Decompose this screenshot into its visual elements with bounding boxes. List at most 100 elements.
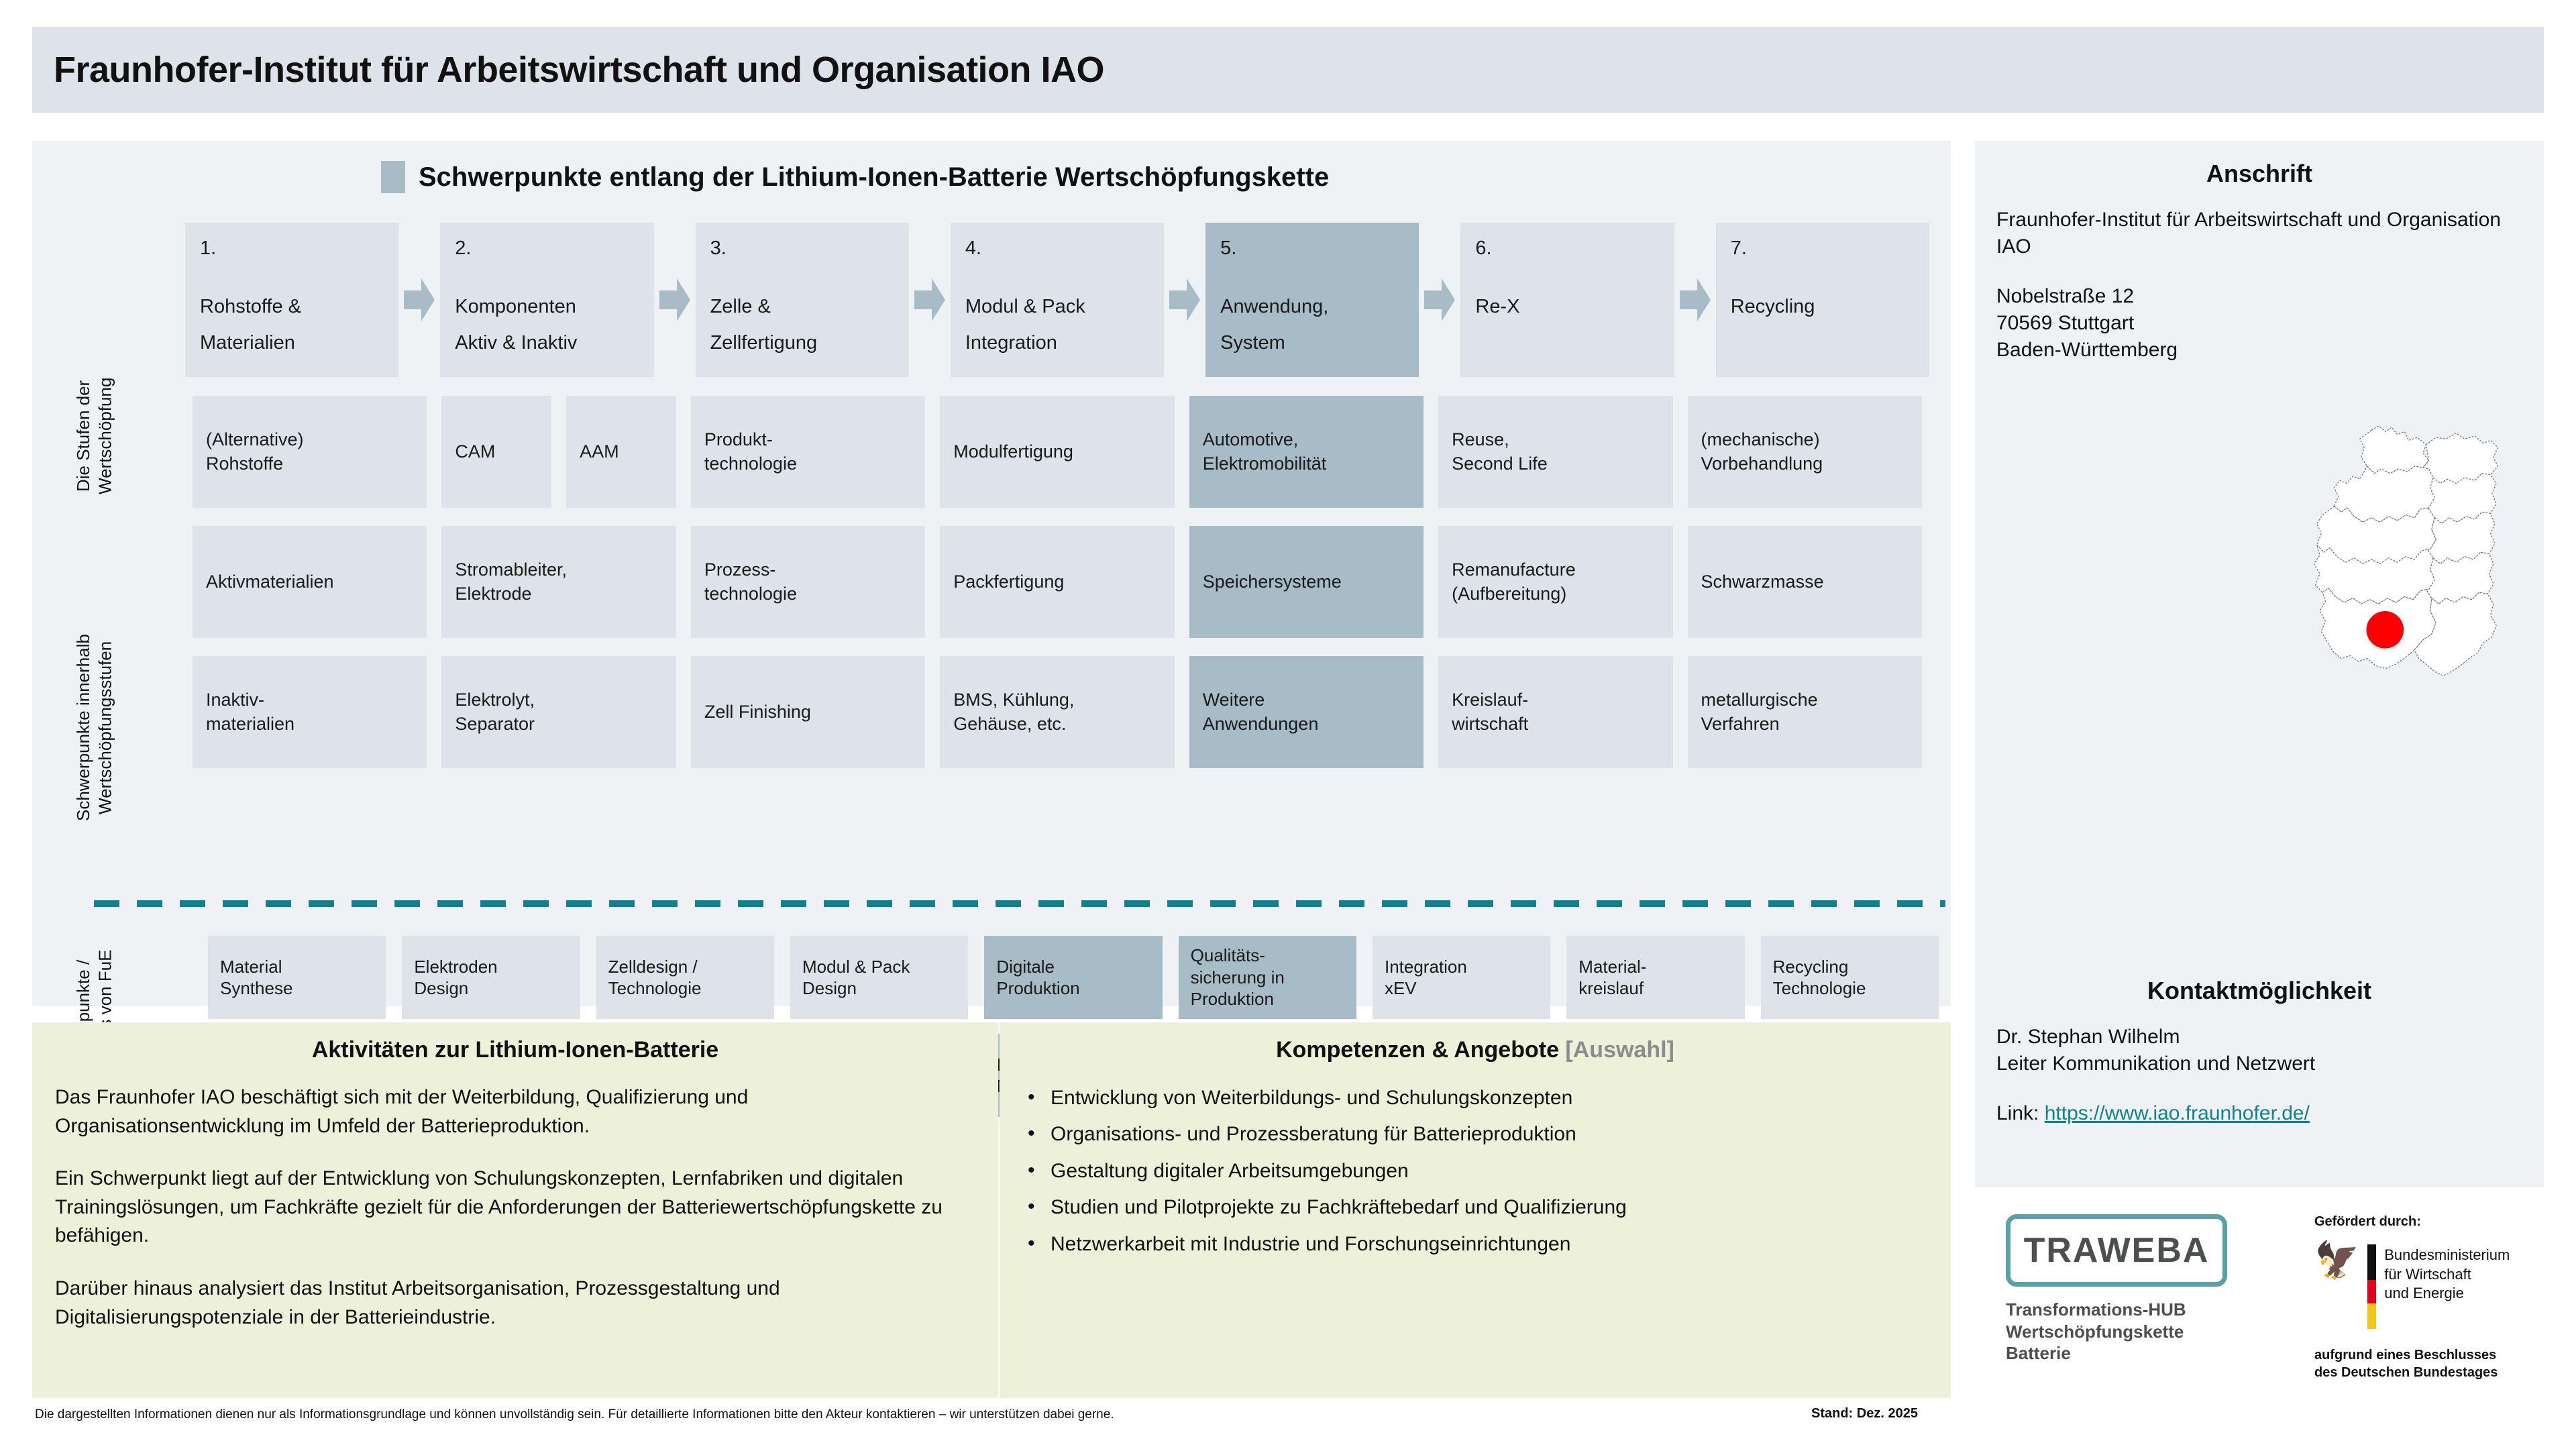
arrow-right-icon: [398, 223, 440, 377]
aktivitaeten-panel: Aktivitäten zur Lithium-Ionen-Batterie D…: [32, 1022, 998, 1398]
focus-box[interactable]: CAM: [441, 396, 552, 508]
focus-row: Produkt- technologie: [690, 396, 926, 508]
focus-box[interactable]: (Alternative) Rohstoffe: [193, 396, 427, 508]
focus-box[interactable]: Modulfertigung: [940, 396, 1175, 508]
focus-box[interactable]: Produkt- technologie: [690, 396, 926, 508]
stage-box-7[interactable]: 7.Recycling: [1715, 223, 1929, 377]
fue-box[interactable]: Recycling Technologie: [1760, 936, 1939, 1019]
focus-row: Reuse, Second Life: [1438, 396, 1673, 508]
fue-box[interactable]: Material- kreislauf: [1566, 936, 1745, 1019]
stage-number: 4.: [965, 237, 982, 259]
focus-row: Schwarzmasse: [1687, 526, 1922, 638]
federal-eagle-icon: 🦅: [2314, 1240, 2360, 1281]
focus-row: Speichersysteme: [1189, 526, 1424, 638]
focus-box[interactable]: Packfertigung: [940, 526, 1175, 638]
focus-box[interactable]: Automotive, Elektromobilität: [1189, 396, 1424, 508]
focus-row: Prozess- technologie: [690, 526, 926, 638]
bmwi-logo: Gefördert durch: 🦅 Bundesministerium für…: [2314, 1214, 2556, 1395]
stage-number: 2.: [455, 237, 472, 259]
focus-box[interactable]: Stromableiter, Elektrode: [441, 526, 676, 638]
axis-label-stufen: Die Stufen der Wertschöpfung: [73, 377, 115, 495]
page-header: Fraunhofer-Institut für Arbeitswirtschaf…: [32, 27, 2544, 113]
fue-box[interactable]: Digitale Produktion: [984, 936, 1163, 1019]
axis-label-schwerpunkte: Schwerpunkte innerhalb Wertschöpfungsstu…: [73, 634, 115, 822]
focus-box[interactable]: Kreislauf- wirtschaft: [1438, 656, 1673, 768]
kompetenzen-title-main: Kompetenzen & Angebote: [1276, 1037, 1566, 1063]
focus-box[interactable]: Aktivmaterialien: [193, 526, 427, 638]
focus-row: Kreislauf- wirtschaft: [1438, 656, 1673, 768]
focus-row: Modulfertigung: [940, 396, 1175, 508]
stage-number: 6.: [1475, 237, 1492, 259]
stage-box-3[interactable]: 3.Zelle & Zellfertigung: [695, 223, 909, 377]
footer-date: Stand: Dez. 2025: [1811, 1406, 1918, 1421]
arrow-right-icon: [1419, 223, 1460, 377]
arrow-right-icon: [654, 223, 696, 377]
stage-box-2[interactable]: 2.Komponenten Aktiv & Inaktiv: [440, 223, 654, 377]
arrow-right-icon: [1674, 223, 1716, 377]
focus-box[interactable]: metallurgische Verfahren: [1687, 656, 1922, 768]
focus-box[interactable]: Weitere Anwendungen: [1189, 656, 1424, 768]
focus-box[interactable]: Prozess- technologie: [690, 526, 926, 638]
kontakt-link[interactable]: https://www.iao.fraunhofer.de/: [2044, 1102, 2310, 1124]
focus-box[interactable]: Zell Finishing: [690, 656, 926, 768]
fue-box[interactable]: Integration xEV: [1372, 936, 1551, 1019]
focus-box[interactable]: Speichersysteme: [1189, 526, 1424, 638]
focus-box[interactable]: AAM: [566, 396, 676, 508]
bmwi-emblem-row: 🦅 Bundesministerium für Wirtschaft und E…: [2314, 1240, 2556, 1329]
stage-number: 7.: [1730, 237, 1747, 259]
focus-row: Weitere Anwendungen: [1189, 656, 1424, 768]
focus-row: Remanufacture (Aufbereitung): [1438, 526, 1673, 638]
location-marker: [2366, 610, 2404, 649]
kompetenzen-panel: Kompetenzen & Angebote [Auswahl] Entwick…: [1000, 1022, 1951, 1398]
list-item: Studien und Pilotprojekte zu Fachkräfteb…: [1022, 1192, 1928, 1222]
stage-number: 1.: [200, 237, 217, 259]
focus-row: Stromableiter, Elektrode: [441, 526, 676, 638]
stage-label: Re-X: [1475, 296, 1520, 317]
kontakt-panel: Kontaktmöglichkeit Dr. Stephan Wilhelm L…: [1975, 959, 2544, 1187]
value-chain-panel: Schwerpunkte entlang der Lithium-Ionen-B…: [32, 141, 1951, 1117]
footer-disclaimer: Die dargestellten Informationen dienen n…: [35, 1407, 1114, 1421]
aktivitaeten-paragraph: Darüber hinaus analysiert das Institut A…: [55, 1277, 780, 1328]
stage-box-6[interactable]: 6. Re-X: [1460, 223, 1674, 377]
fue-box[interactable]: Elektroden Design: [402, 936, 580, 1019]
german-flag-bar-icon: [2367, 1244, 2377, 1329]
focus-box[interactable]: Inaktiv- materialien: [193, 656, 427, 768]
stage-row: 1.Rohstoffe & Materialien 2.Komponenten A…: [185, 223, 1929, 377]
focus-row: (Alternative) Rohstoffe: [193, 396, 427, 508]
focus-box[interactable]: BMS, Kühlung, Gehäuse, etc.: [940, 656, 1175, 768]
stage-box-1[interactable]: 1.Rohstoffe & Materialien: [185, 223, 399, 377]
kompetenzen-title-suffix: [Auswahl]: [1565, 1037, 1674, 1063]
fue-box[interactable]: Zelldesign / Technologie: [596, 936, 774, 1019]
traweba-logo: TRAWEBA Transformations-HUB Wertschöpfun…: [2006, 1214, 2274, 1395]
focus-row: (mechanische) Vorbehandlung: [1687, 396, 1922, 508]
fue-box[interactable]: Material Synthese: [208, 936, 386, 1019]
focus-row: Zell Finishing: [690, 656, 926, 768]
focus-box[interactable]: Schwarzmasse: [1687, 526, 1922, 638]
focus-row: Packfertigung: [940, 526, 1175, 638]
focus-box[interactable]: Elektrolyt, Separator: [441, 656, 676, 768]
focus-row: Inaktiv- materialien: [193, 656, 427, 768]
fue-box[interactable]: Modul & Pack Design: [790, 936, 969, 1019]
aktivitaeten-paragraph: Das Fraunhofer IAO beschäftigt sich mit …: [55, 1086, 749, 1137]
diagram-title: Schwerpunkte entlang der Lithium-Ionen-B…: [419, 162, 1330, 192]
stage-box-4[interactable]: 4.Modul & Pack Integration: [950, 223, 1165, 377]
stage-box-5[interactable]: 5.Anwendung, System: [1205, 223, 1419, 377]
arrow-right-icon: [1164, 223, 1205, 377]
focus-box[interactable]: Reuse, Second Life: [1438, 396, 1673, 508]
traweba-frame-icon: TRAWEBA: [2006, 1214, 2227, 1287]
kontakt-link-row: Link: https://www.iao.fraunhofer.de/: [1996, 1100, 2522, 1127]
stage-number: 3.: [710, 237, 727, 259]
germany-map-svg: [2313, 425, 2499, 676]
focus-row: metallurgische Verfahren: [1687, 656, 1922, 768]
focus-box[interactable]: (mechanische) Vorbehandlung: [1687, 396, 1922, 508]
list-item: Entwicklung von Weiterbildungs- und Schu…: [1022, 1083, 1928, 1113]
aktivitaeten-body: Das Fraunhofer IAO beschäftigt sich mit …: [55, 1083, 975, 1332]
focus-box[interactable]: Remanufacture (Aufbereitung): [1438, 526, 1673, 638]
kompetenzen-title: Kompetenzen & Angebote [Auswahl]: [1022, 1037, 1928, 1063]
fue-box[interactable]: Qualitäts- sicherung in Produktion: [1178, 936, 1356, 1019]
